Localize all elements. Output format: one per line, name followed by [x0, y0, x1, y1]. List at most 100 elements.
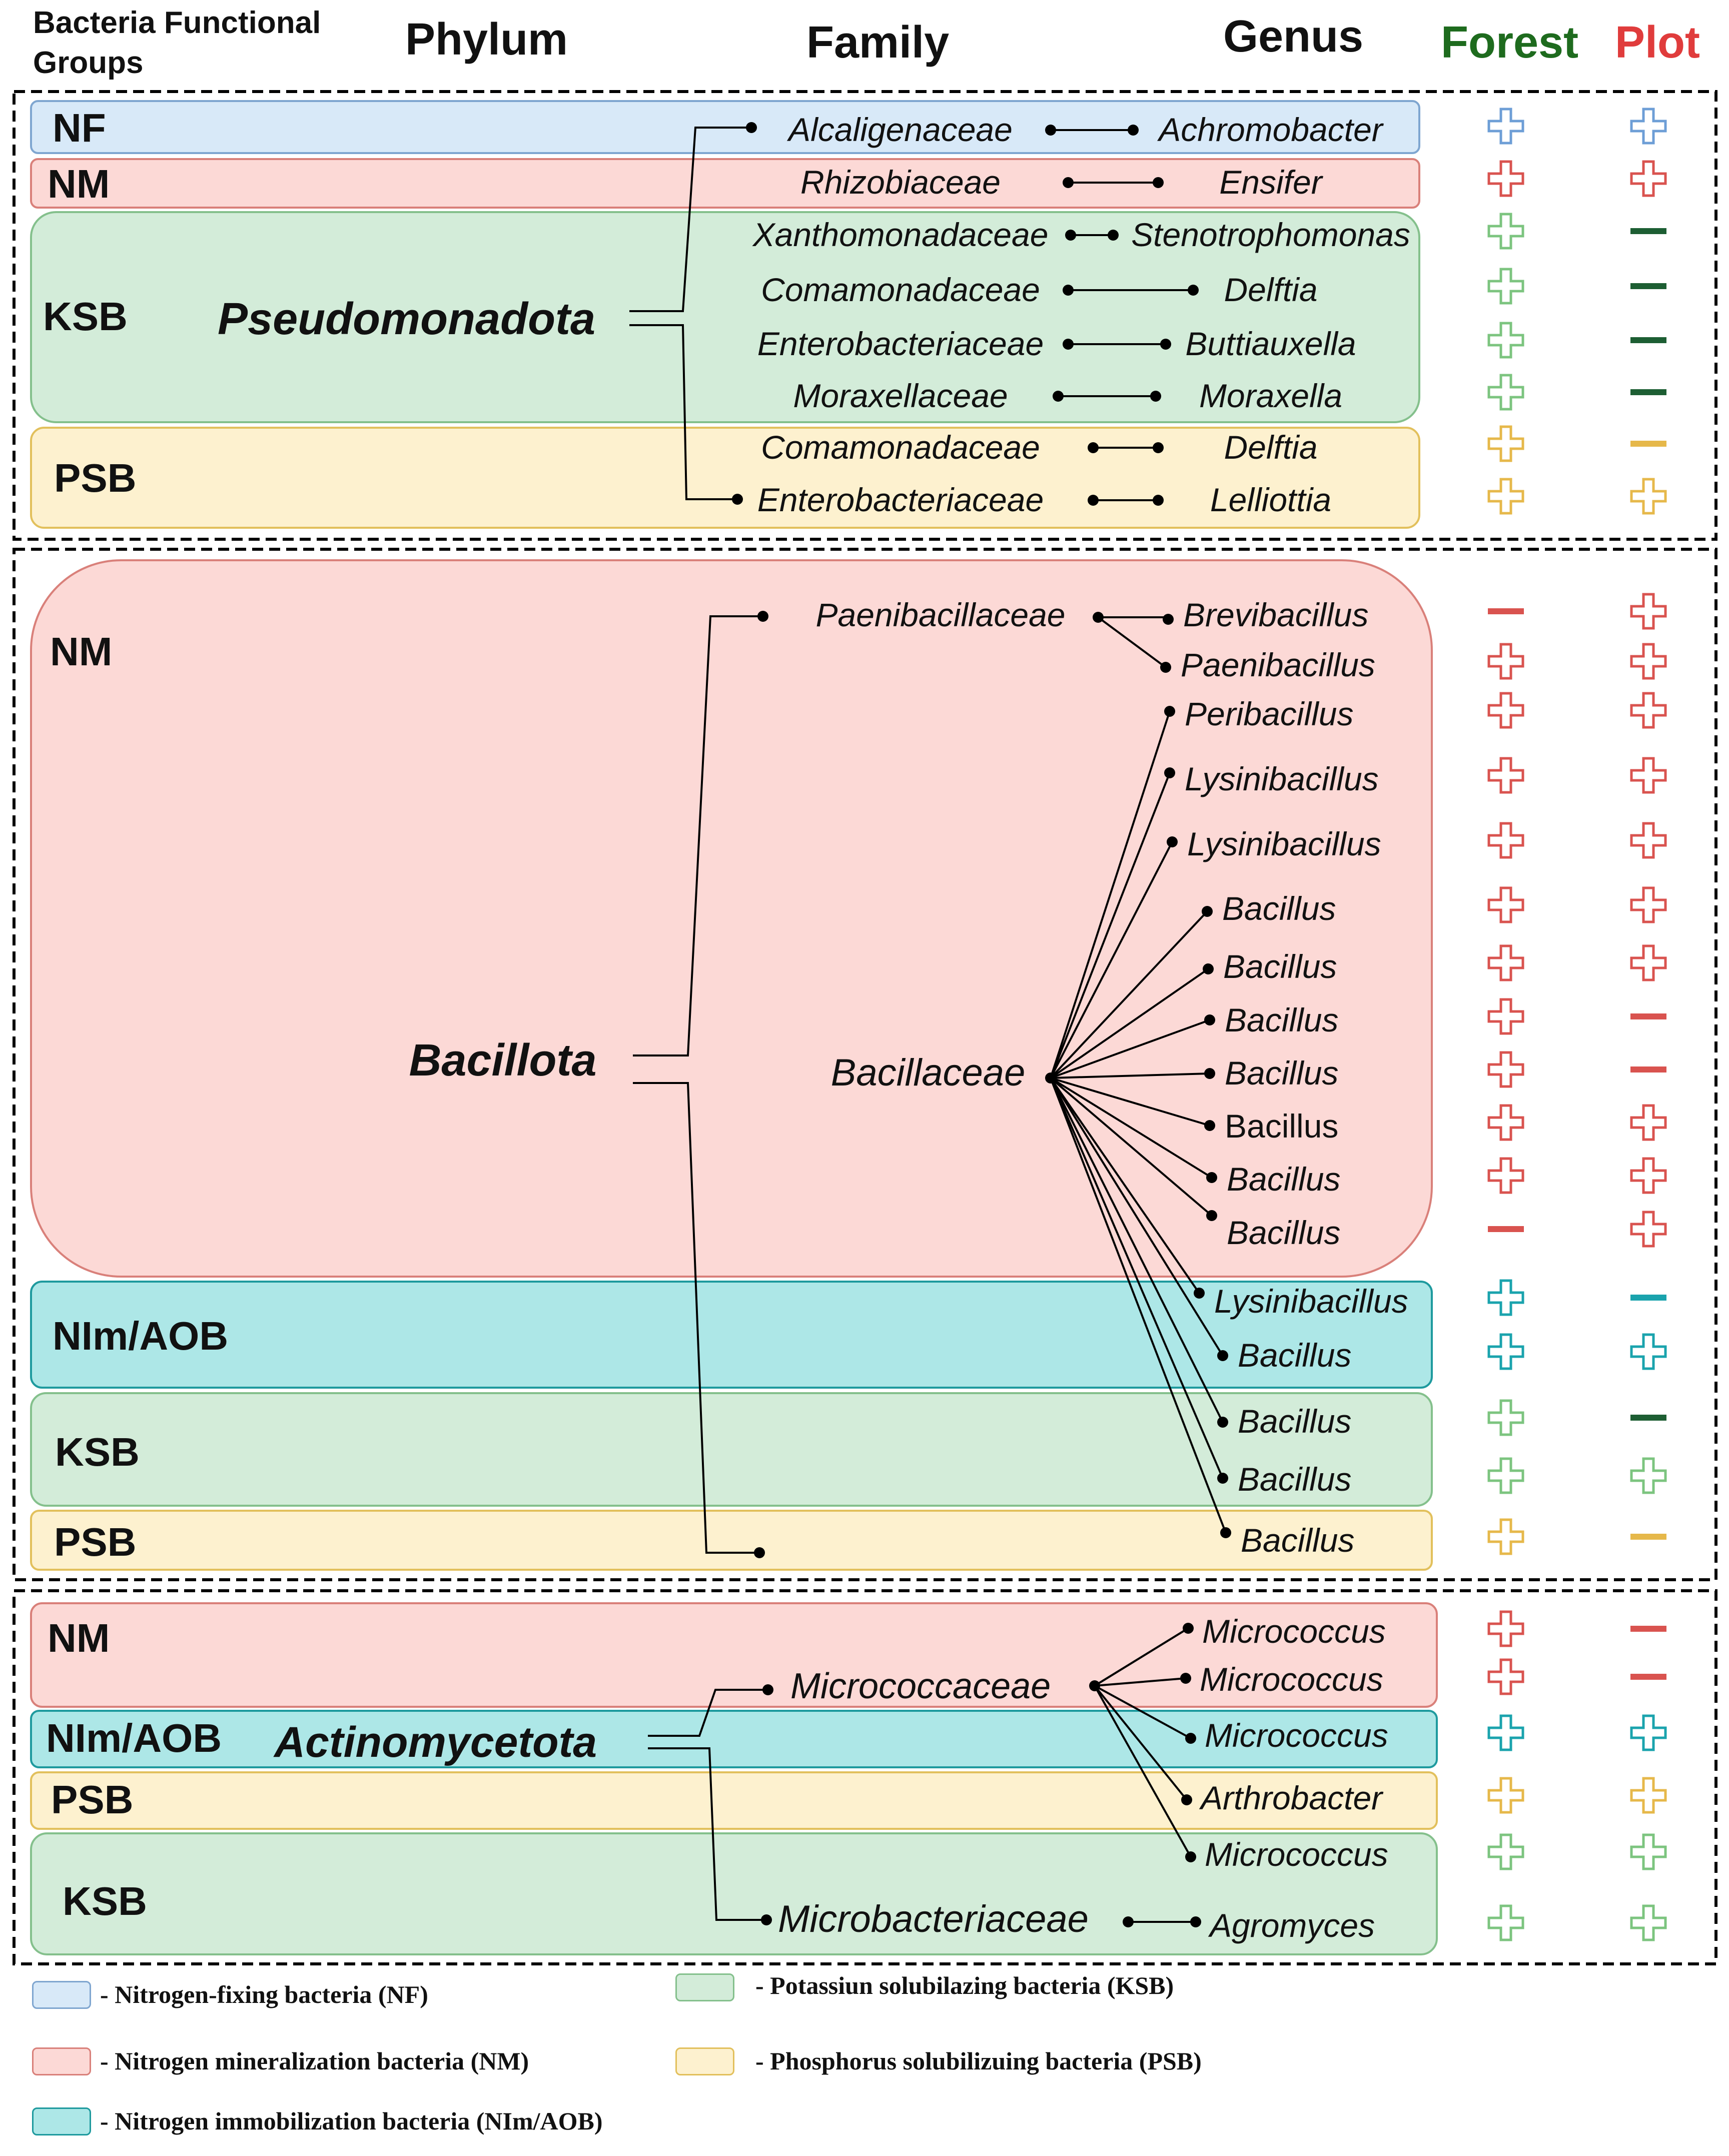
phylum-header: Phylum — [405, 15, 568, 65]
legend-label-ksb: - Potassiun solubilazing bacteria (KSB) — [755, 1971, 1174, 1999]
genus-label: Delftia — [1224, 429, 1317, 466]
family-genus-link — [1050, 1019, 1210, 1079]
forest-mark — [1487, 108, 1524, 145]
node-dot — [1163, 614, 1174, 625]
family-genus-link — [1094, 1685, 1192, 1857]
plot-mark — [1630, 1333, 1667, 1370]
plot-mark — [1630, 160, 1667, 197]
node-dot — [732, 494, 743, 505]
node-dot — [1053, 391, 1064, 402]
genus-label: Bacillus — [1238, 1403, 1351, 1440]
node-dot — [1204, 1068, 1215, 1079]
plot-mark — [1630, 1104, 1667, 1141]
family-genus-link — [1050, 772, 1171, 1079]
forest-mark — [1487, 692, 1524, 729]
bracket-pseudomonadota-lower — [629, 324, 737, 500]
node-dot — [1108, 230, 1119, 241]
plot-mark — [1630, 643, 1667, 680]
bracket-actinomycetota-upper — [648, 1689, 768, 1737]
node-dot — [1045, 125, 1056, 136]
phylum-label-actinomycetota: Actinomycetota — [273, 1718, 597, 1766]
forest-mark — [1487, 322, 1524, 359]
family-genus-link — [1050, 1077, 1213, 1179]
node-dot — [1220, 1527, 1231, 1538]
phylum-label-pseudomonadota: Pseudomonadota — [218, 294, 595, 344]
genus-label: Agromyces — [1208, 1907, 1375, 1944]
legend-swatch-nim — [32, 2107, 91, 2135]
family-label: Alcaligenaceae — [786, 111, 1013, 148]
group-box-nm — [30, 1602, 1438, 1708]
node-dot — [1153, 442, 1164, 453]
node-dot — [1128, 125, 1139, 136]
plot-mark — [1630, 337, 1666, 343]
family-label: Enterobacteriaceae — [757, 325, 1044, 362]
forest-mark — [1487, 1457, 1524, 1494]
section-border-actinomycetota — [13, 1589, 1717, 1965]
bracket-actinomycetota-lower — [648, 1747, 766, 1921]
node-dot — [1194, 1288, 1205, 1299]
legend-swatch-psb — [675, 2047, 734, 2075]
plot-mark — [1630, 593, 1667, 630]
legend-swatch-nf — [32, 1981, 91, 2009]
forest-mark — [1487, 1610, 1524, 1647]
family-genus-link — [1094, 1685, 1188, 1801]
family-label: Enterobacteriaceae — [757, 481, 1044, 518]
bracket-bacillota-upper — [633, 615, 763, 1056]
plot-mark — [1630, 283, 1666, 289]
plot-mark — [1630, 1211, 1667, 1248]
plot-mark — [1630, 1777, 1667, 1814]
node-dot — [754, 1547, 765, 1558]
legend-swatch-ksb — [675, 1973, 734, 2001]
plot-mark — [1630, 108, 1667, 145]
legend-label-psb: - Phosphorus solubilizuing bacteria (PSB… — [755, 2047, 1202, 2075]
family-genus-link — [1050, 841, 1173, 1079]
family-label-bacillaceae: Bacillaceae — [831, 1051, 1026, 1094]
group-box-nim — [30, 1710, 1438, 1768]
genus-label: Moraxella — [1199, 377, 1342, 414]
genus-label: Bacillus — [1223, 948, 1337, 985]
group-box-ksb — [30, 211, 1420, 423]
node-dot — [1185, 1851, 1196, 1862]
genus-label: Bacillus — [1227, 1214, 1340, 1251]
plot-mark — [1630, 944, 1667, 981]
group-label-nm: NM — [48, 162, 110, 206]
node-dot — [1063, 339, 1074, 350]
plot-mark — [1630, 1013, 1666, 1019]
forest-mark — [1487, 1777, 1524, 1814]
family-genus-link — [1050, 1077, 1224, 1479]
node-dot — [761, 1914, 772, 1925]
forest-mark — [1487, 1904, 1524, 1941]
group-label-psb: PSB — [54, 1520, 137, 1564]
group-box-nm — [30, 158, 1420, 209]
node-dot — [1183, 1623, 1194, 1634]
genus-label: Arthrobacter — [1199, 1779, 1384, 1816]
genus-label: Peribacillus — [1185, 695, 1353, 732]
family-genus-link — [1097, 616, 1167, 668]
family-label: Rhizobiaceae — [800, 164, 1001, 201]
node-dot — [1204, 1014, 1215, 1025]
plot-mark — [1630, 478, 1667, 515]
section-border-bacillota — [13, 548, 1717, 1581]
forest-mark — [1487, 268, 1524, 305]
legend-label-nf: - Nitrogen-fixing bacteria (NF) — [100, 1980, 428, 2008]
plot-mark — [1630, 822, 1667, 859]
node-dot — [1203, 963, 1214, 974]
family-label: Comamonadaceae — [761, 429, 1040, 466]
plot-mark — [1630, 228, 1666, 234]
family-genus-link — [1094, 1677, 1186, 1687]
group-label-ksb: KSB — [63, 1879, 147, 1923]
genus-label: Bacillus — [1227, 1161, 1340, 1198]
node-dot — [1181, 1794, 1192, 1805]
genus-label: Ensifer — [1219, 164, 1323, 201]
forest-mark — [1487, 425, 1524, 462]
genus-label: Bacillus — [1241, 1522, 1354, 1559]
legend-swatch-nm — [32, 2047, 91, 2075]
family-genus-link — [1050, 910, 1208, 1079]
group-box-ksb — [30, 1392, 1433, 1507]
genus-label: Micrococcus — [1202, 1613, 1386, 1650]
node-dot — [1206, 1210, 1217, 1221]
family-label-micrococcaceae: Micrococcaceae — [790, 1666, 1051, 1706]
plot-mark — [1630, 1534, 1666, 1540]
